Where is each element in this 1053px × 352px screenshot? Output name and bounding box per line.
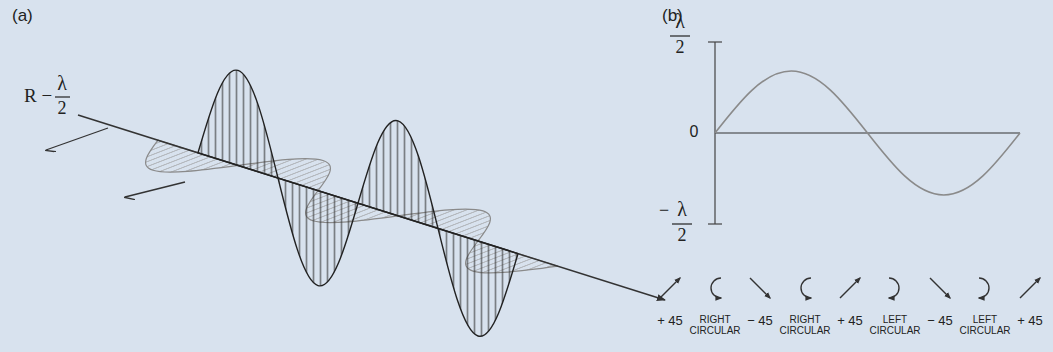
fraction-bar xyxy=(672,223,692,224)
right-circular-arc xyxy=(711,278,721,298)
tick-mark xyxy=(708,223,722,224)
minus-sign: − xyxy=(659,200,669,221)
angle-label: + 45 xyxy=(1017,314,1043,329)
polarization-label: RIGHT CIRCULAR xyxy=(686,314,744,336)
fraction-bar xyxy=(55,96,70,97)
plus45-arrow xyxy=(1020,278,1040,298)
polarization-label: LEFT CIRCULAR xyxy=(866,314,924,336)
angle-label: − 45 xyxy=(747,314,773,329)
vertical-wave xyxy=(198,58,518,349)
angle-label: + 45 xyxy=(837,314,863,329)
angle-label: + 45 xyxy=(657,314,683,329)
fraction-denominator: 2 xyxy=(676,37,685,58)
polarization-label: LEFT CIRCULAR xyxy=(956,314,1014,336)
axis-label: R − xyxy=(24,85,52,107)
tick-label: 0 xyxy=(690,123,699,141)
polarization-label: RIGHT CIRCULAR xyxy=(776,314,834,336)
polarization-symbols xyxy=(660,278,1040,298)
minus45-arrow xyxy=(930,278,950,298)
field-arrow xyxy=(46,128,108,150)
fraction-denominator: 2 xyxy=(678,225,687,246)
panel-letter: (a) xyxy=(12,6,33,26)
field-arrow xyxy=(125,182,185,197)
fraction-numerator: λ xyxy=(57,72,67,95)
fraction-denominator: 2 xyxy=(58,98,67,119)
plus45-arrow xyxy=(840,278,860,298)
minus45-arrow xyxy=(750,278,770,298)
right-circular-arc xyxy=(801,278,811,298)
tick-mark xyxy=(708,41,722,42)
angle-label: − 45 xyxy=(927,314,953,329)
left-circular-arc xyxy=(979,278,989,298)
fraction-bar xyxy=(670,35,690,36)
fraction-numerator: λ xyxy=(677,198,687,221)
left-circular-arc xyxy=(889,278,899,298)
fraction-numerator: λ xyxy=(675,10,685,33)
phase-curve xyxy=(715,71,1020,195)
plus45-arrow xyxy=(660,278,680,298)
